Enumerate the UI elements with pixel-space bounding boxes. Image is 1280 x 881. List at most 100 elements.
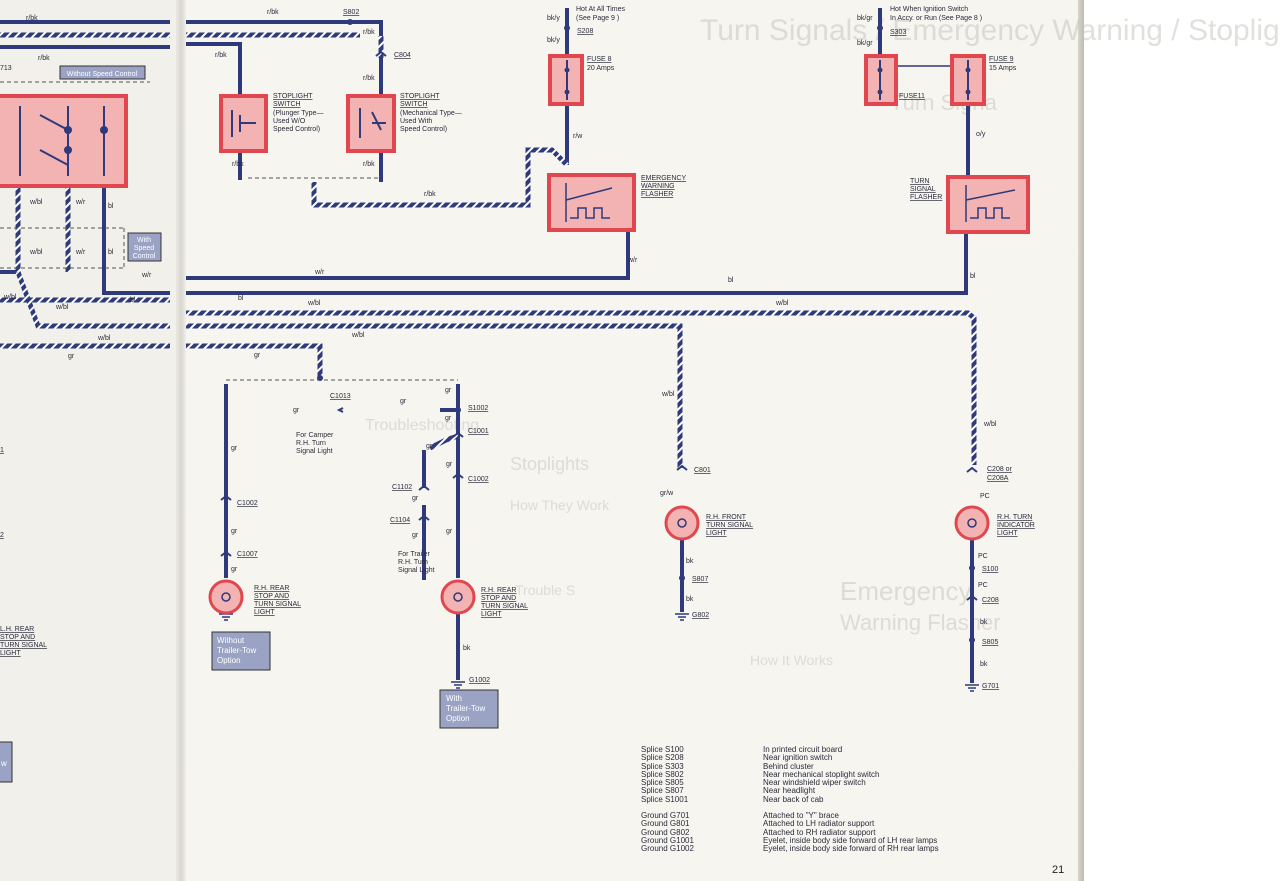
svg-text:gr: gr: [400, 398, 407, 405]
splice-dots: [317, 19, 975, 643]
c1104-mark: [418, 514, 430, 521]
label-with-1: With: [137, 237, 151, 244]
svg-text:w/bl: w/bl: [351, 332, 365, 339]
svg-text:w/r: w/r: [141, 272, 152, 279]
striped-wires: [0, 32, 977, 468]
svg-text:S805: S805: [982, 639, 998, 646]
solid-wires: [0, 8, 974, 683]
c1002-left-mark: [220, 494, 232, 501]
svg-text:bl: bl: [970, 273, 976, 280]
svg-text:w/bl: w/bl: [661, 391, 675, 398]
page-edge: [1078, 0, 1084, 881]
svg-text:r/bk: r/bk: [232, 161, 244, 168]
svg-text:C208: C208: [982, 597, 999, 604]
s100-dot: [969, 565, 975, 571]
svg-text:15 Amps: 15 Amps: [989, 65, 1017, 72]
ground-left-lamp: [219, 613, 233, 621]
svg-text:bl: bl: [728, 277, 734, 284]
svg-text:gr: gr: [254, 352, 261, 359]
ghost-header: Turn Signals / Emergency Warning / Stopl…: [700, 14, 1280, 47]
c208a-mark: [966, 466, 978, 473]
svg-text:FUSE 8: FUSE 8: [587, 56, 612, 63]
svg-text:gr: gr: [412, 495, 419, 502]
svg-text:TURN SIGNAL: TURN SIGNAL: [706, 522, 753, 529]
svg-text:gr/w: gr/w: [660, 490, 674, 497]
svg-text:C208 or: C208 or: [987, 466, 1013, 473]
svg-text:r/bk: r/bk: [363, 75, 375, 82]
label-with-3: Control: [133, 253, 156, 260]
svg-text:TURN SIGNAL: TURN SIGNAL: [254, 601, 301, 608]
book-gutter: [176, 0, 186, 881]
svg-text:R.H. FRONT: R.H. FRONT: [706, 514, 747, 521]
svg-text:FLASHER: FLASHER: [641, 191, 673, 198]
svg-text:SWITCH: SWITCH: [273, 101, 301, 108]
wire-rbk-top: [186, 20, 383, 44]
svg-text:w/bl: w/bl: [983, 421, 997, 428]
left-relay-box: [0, 94, 128, 188]
component-labels: Hot At All Times (See Page 9 ) Hot When …: [0, 6, 1035, 657]
svg-text:PC: PC: [978, 553, 988, 560]
wire-rbk-to-plunger: [186, 42, 242, 96]
box-left-edge: [0, 741, 13, 783]
wire-striped-wbl-2: [15, 271, 170, 329]
svg-text:For Trailer: For Trailer: [398, 551, 431, 558]
svg-text:In Accy. or Run (See Page 8 ): In Accy. or Run (See Page 8 ): [890, 15, 982, 22]
ghost-stoplights: Stoplights: [510, 454, 589, 474]
svg-text:Used W/O: Used W/O: [273, 118, 306, 125]
label-left-edge-w: w: [0, 759, 7, 768]
svg-text:LIGHT: LIGHT: [706, 530, 727, 537]
svg-text:LIGHT: LIGHT: [997, 530, 1018, 537]
wire-striped-wbl-long: [186, 310, 977, 465]
svg-text:o/y: o/y: [976, 131, 986, 138]
svg-text:w/bl: w/bl: [97, 335, 111, 342]
svg-text:gr: gr: [446, 528, 453, 535]
wire-striped-rbk-flasher: [311, 147, 569, 208]
svg-text:R.H. REAR: R.H. REAR: [481, 587, 516, 594]
svg-text:C1102: C1102: [392, 484, 412, 491]
box-without-speed-control: [59, 65, 146, 80]
svg-text:S100: S100: [982, 566, 998, 573]
svg-text:w/bl: w/bl: [55, 304, 69, 311]
wire-striped-s1002: [428, 433, 459, 451]
svg-text:gr: gr: [426, 443, 433, 450]
svg-text:For Camper: For Camper: [296, 432, 334, 439]
svg-text:r/bk: r/bk: [363, 29, 375, 36]
svg-text:STOPLIGHT: STOPLIGHT: [273, 93, 313, 100]
svg-text:w/bl: w/bl: [3, 294, 17, 301]
svg-text:LIGHT: LIGHT: [481, 611, 502, 618]
svg-text:Hot When Ignition Switch: Hot When Ignition Switch: [890, 6, 968, 13]
svg-text:r/w: r/w: [573, 133, 583, 140]
svg-text:S1002: S1002: [468, 405, 488, 412]
svg-text:STOPLIGHT: STOPLIGHT: [400, 93, 440, 100]
svg-text:R.H. REAR: R.H. REAR: [254, 585, 289, 592]
svg-text:R.H. TURN: R.H. TURN: [997, 514, 1032, 521]
svg-text:gr: gr: [446, 461, 453, 468]
label-with-trailer-1: With: [446, 694, 462, 703]
svg-text:r/bk: r/bk: [26, 15, 38, 22]
dashed-lines: [0, 81, 458, 381]
svg-text:SIGNAL: SIGNAL: [910, 186, 936, 193]
turn-signal-flasher: [946, 175, 1030, 234]
label-with-trailer-3: Option: [446, 714, 470, 723]
svg-text:S208: S208: [577, 28, 593, 35]
svg-text:LIGHT: LIGHT: [254, 609, 275, 616]
svg-text:PC: PC: [980, 493, 990, 500]
svg-text:bk: bk: [980, 661, 988, 668]
wire-striped-vert: [15, 186, 71, 272]
label-without-speed-control: Without Speed Control: [67, 71, 138, 78]
components: [0, 54, 1030, 615]
s208-dot: [564, 25, 570, 31]
svg-text:gr: gr: [293, 407, 300, 414]
ground-symbols: [219, 613, 979, 692]
svg-text:Speed Control): Speed Control): [400, 126, 447, 133]
svg-text:w/bl: w/bl: [29, 249, 43, 256]
svg-text:PC: PC: [978, 582, 988, 589]
svg-text:bl: bl: [238, 295, 244, 302]
svg-text:TURN: TURN: [910, 178, 929, 185]
box-with-trailer: [439, 689, 499, 729]
svg-text:bk/y: bk/y: [547, 15, 560, 22]
